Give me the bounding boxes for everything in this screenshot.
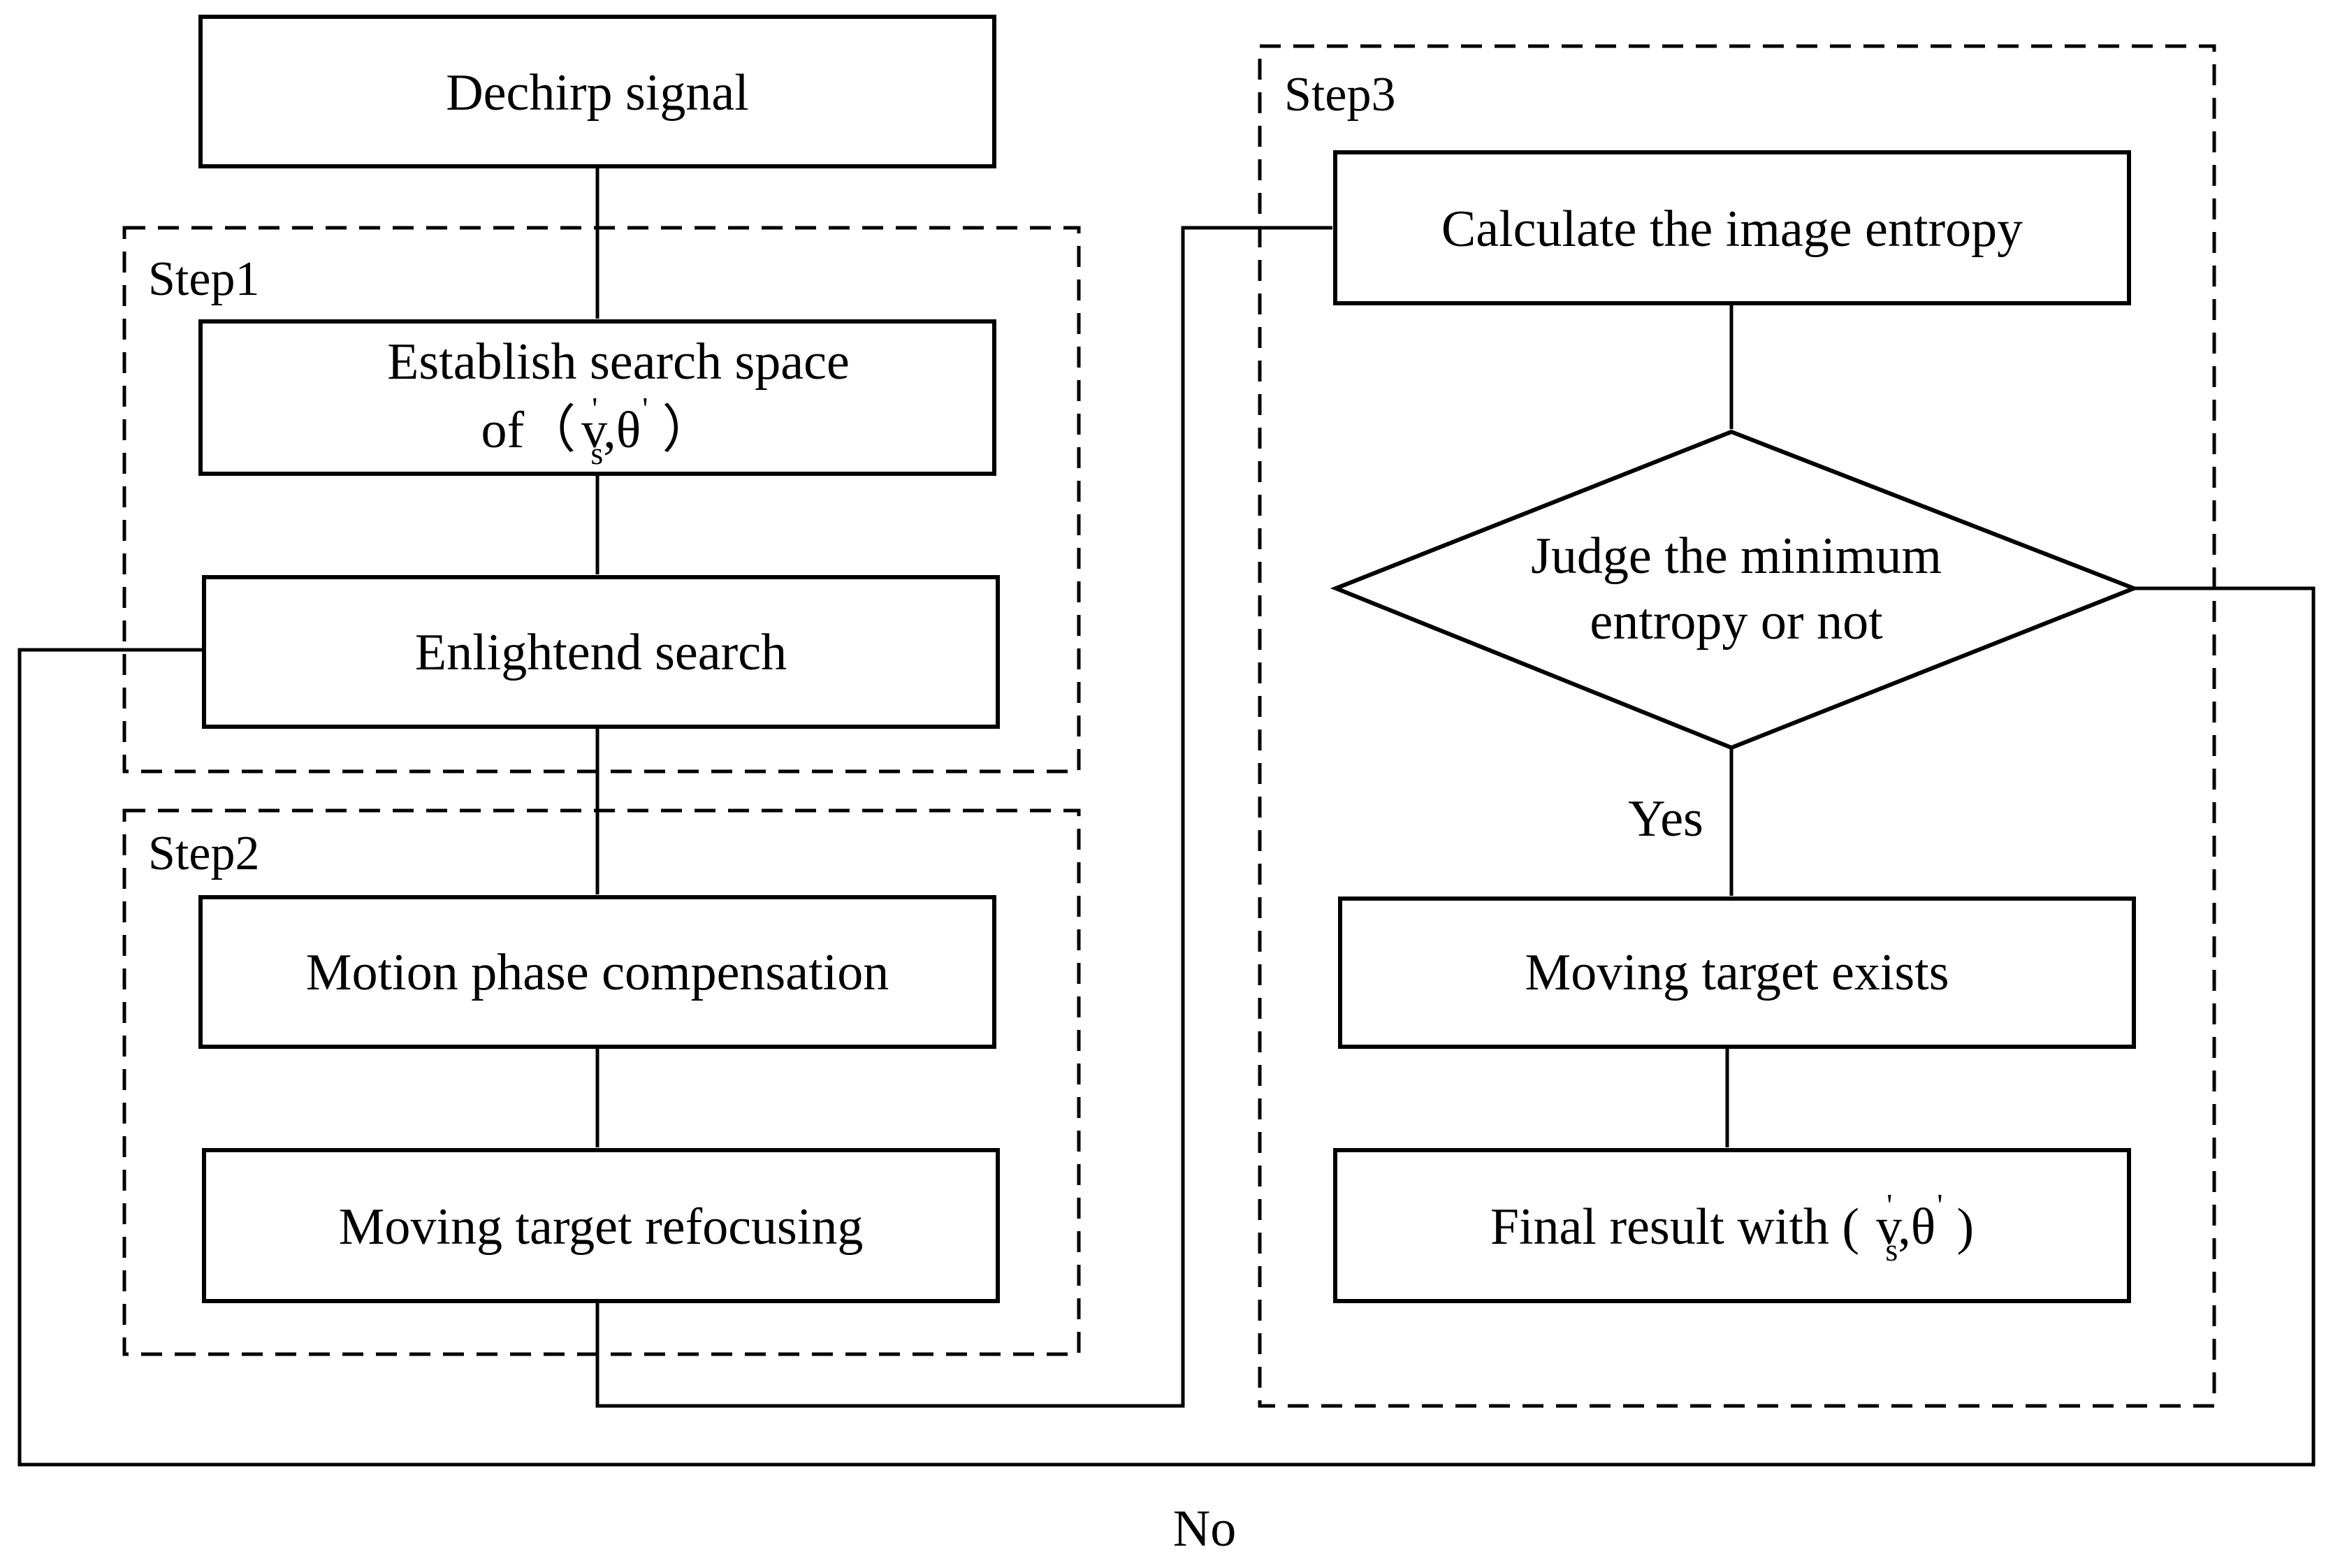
judge-label-line1: Judge the minimum [1531,528,1942,585]
step1-label: Step1 [148,252,259,306]
connectors [17,166,2316,1467]
final-label: Final result with (v's,θ') [1490,1187,1974,1268]
establish-label-line1: Establish search space [387,333,850,391]
exists-label: Moving target exists [1525,944,1949,1001]
step3-group: Step3 [1258,44,2216,1408]
refocus-label: Moving target refocusing [339,1198,864,1256]
entropy-label: Calculate the image entropy [1441,201,2023,258]
judge-diamond: Judge the minimum entropy or not [1330,429,2140,750]
step2-group: Step2 [122,808,1081,1356]
judge-label-line2: entropy or not [1590,593,1883,651]
enlighten-label: Enlightend search [415,624,787,681]
step1-group: Step1 [122,226,1081,774]
motion-box: Motion phase compensation [198,895,996,1049]
step2-label: Step2 [148,827,259,880]
final-box: Final result with (v's,θ') [1333,1148,2131,1303]
yes-label: Yes [1628,790,1703,848]
establish-box: Establish search space of（v's,θ'） [198,319,996,476]
enlighten-box: Enlightend search [202,575,1000,729]
step3-label: Step3 [1284,68,1395,122]
exists-box: Moving target exists [1338,896,2136,1049]
refocus-box: Moving target refocusing [202,1148,1000,1303]
establish-label-line2: of（v's,θ'） [481,391,713,471]
dechirp-box: Dechirp signal [198,15,996,168]
motion-label: Motion phase compensation [306,944,889,1001]
no-label: No [1173,1500,1236,1558]
arrow-refocus-to-entropy [595,226,1332,1408]
entropy-box: Calculate the image entropy [1333,150,2131,305]
dechirp-label: Dechirp signal [446,64,749,122]
arrow-judge-no-loop [17,586,2316,1467]
